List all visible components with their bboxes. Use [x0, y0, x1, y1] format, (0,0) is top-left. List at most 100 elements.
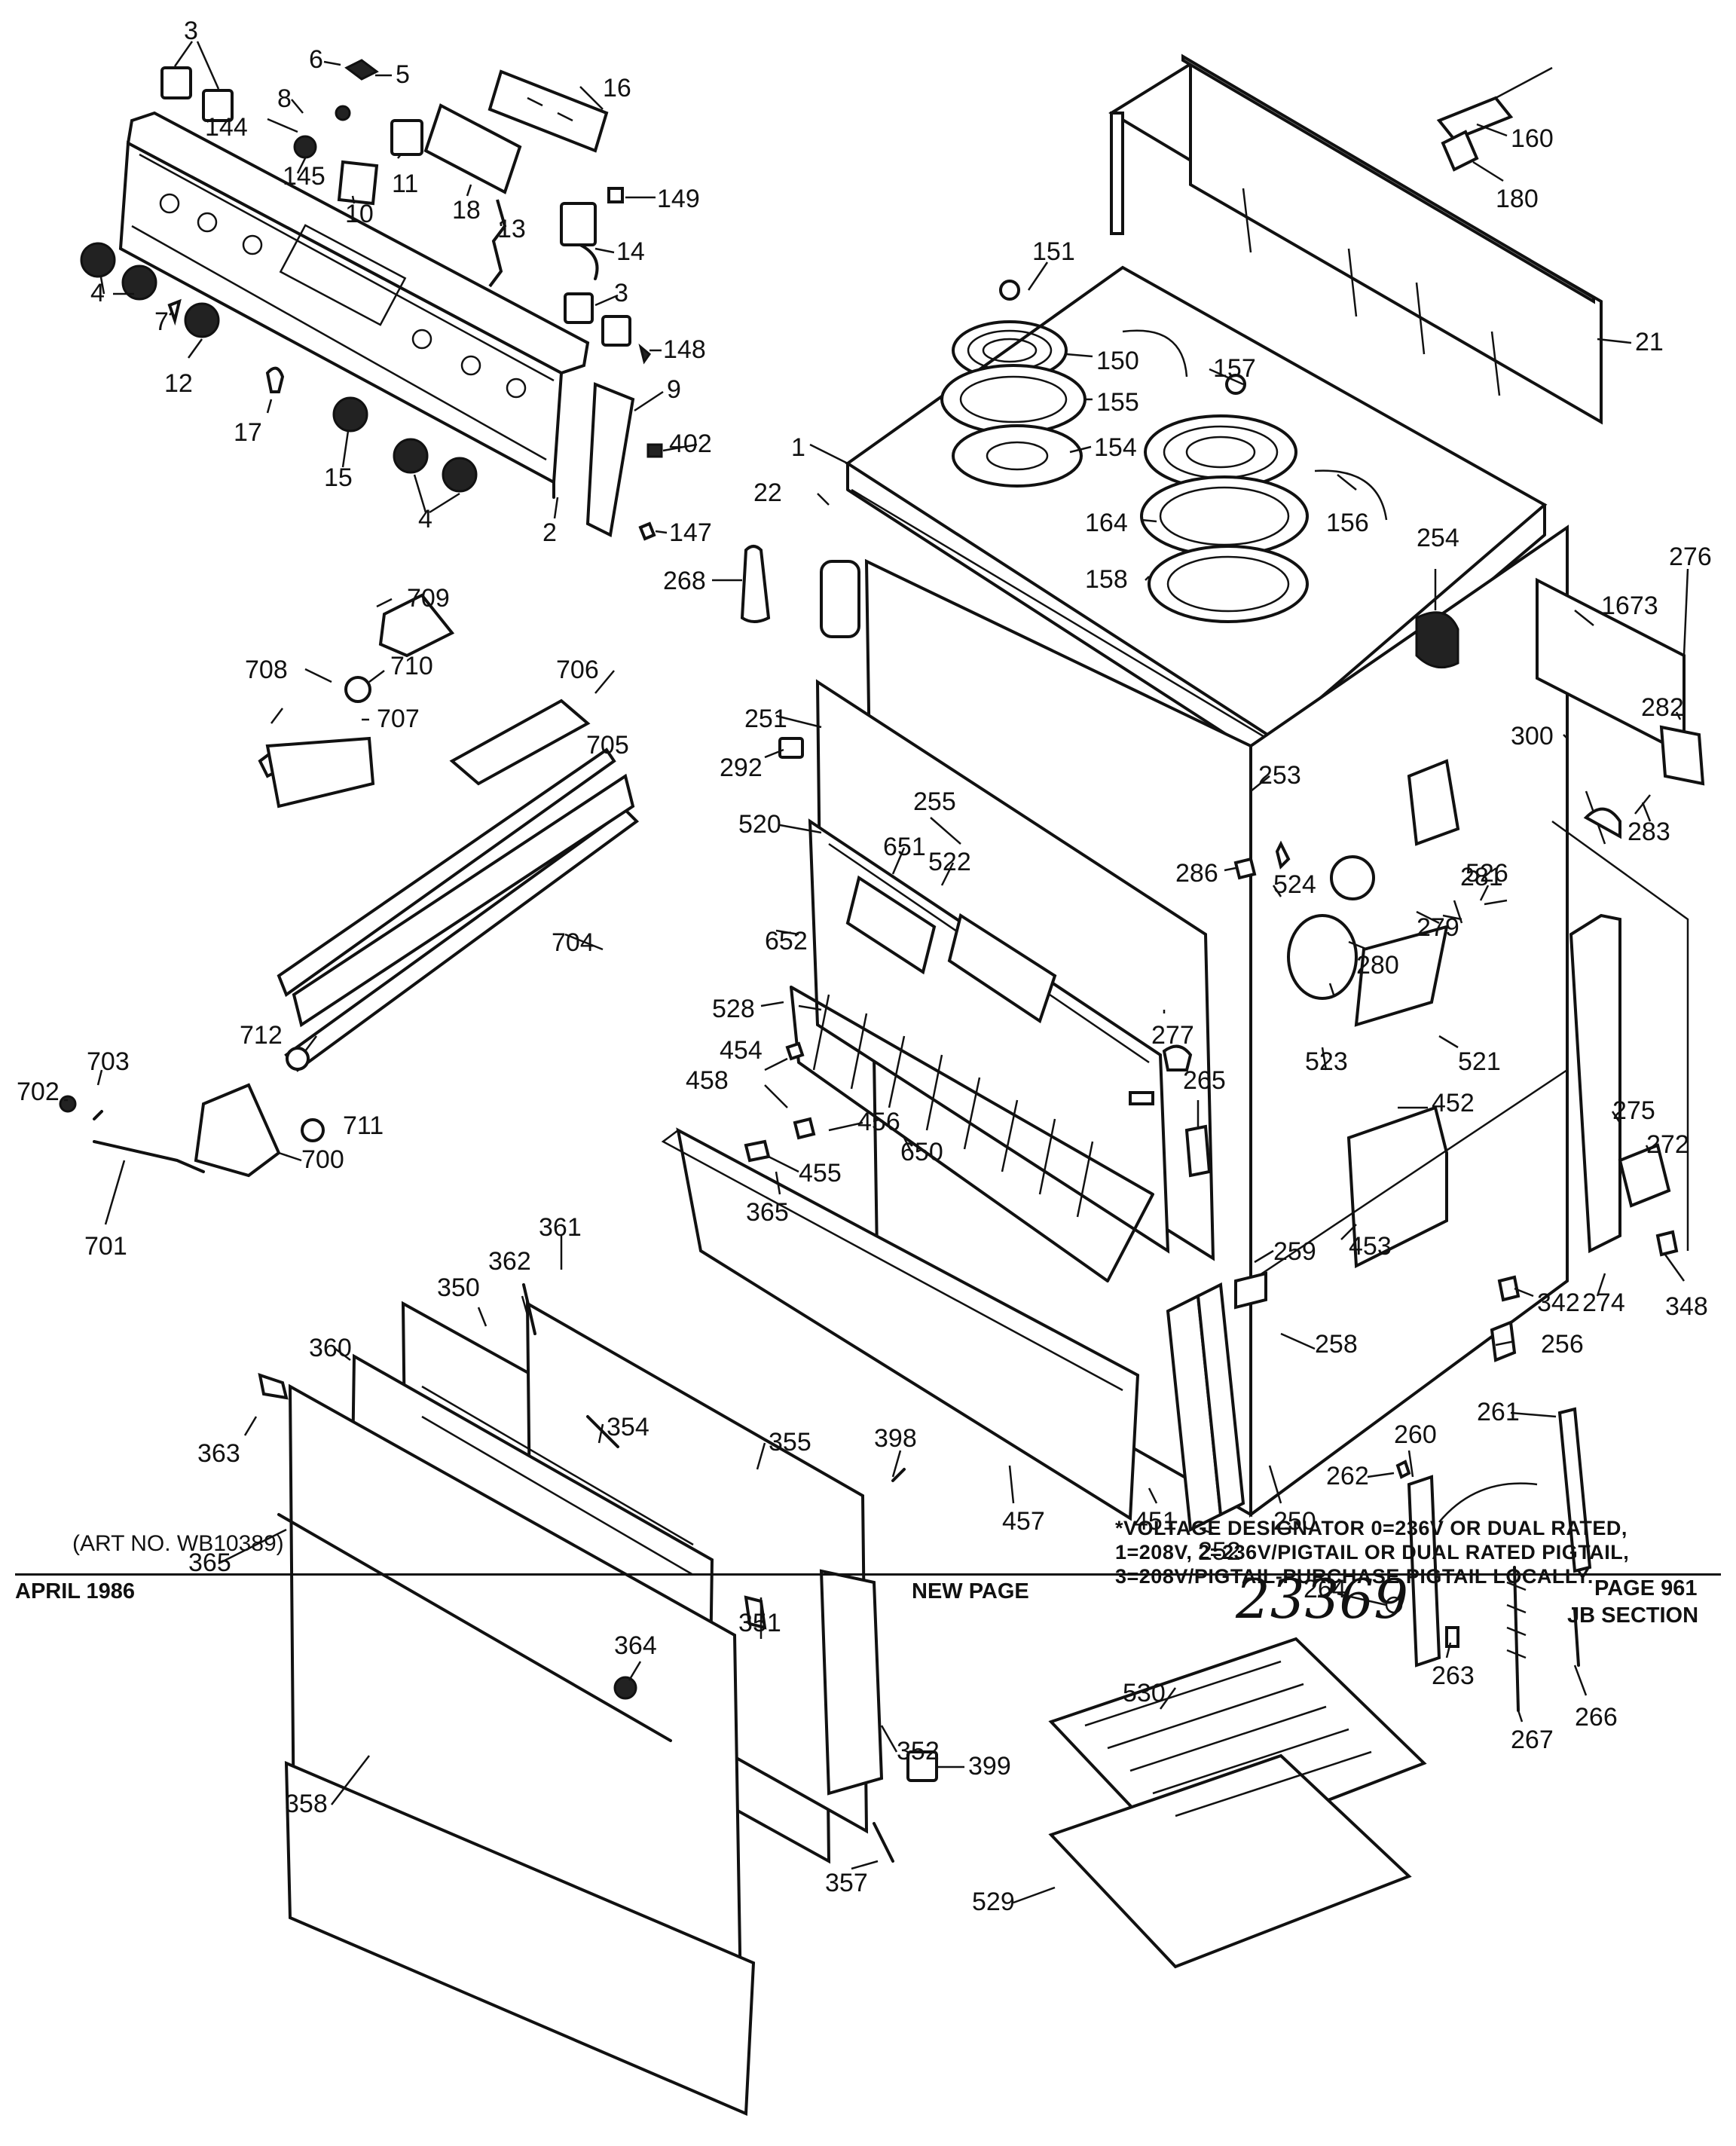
callout-712: 712: [240, 1021, 283, 1050]
callout-150: 150: [1096, 347, 1139, 375]
callout-707: 707: [377, 705, 420, 733]
callout-522: 522: [928, 848, 971, 876]
callout-360: 360: [309, 1334, 352, 1362]
callout-458: 458: [686, 1066, 729, 1095]
callout-454: 454: [720, 1036, 763, 1065]
callout-286: 286: [1175, 859, 1218, 888]
callout-362: 362: [488, 1247, 531, 1276]
callout-300: 300: [1511, 722, 1554, 750]
callout-145: 145: [283, 162, 326, 191]
callout-452: 452: [1432, 1089, 1475, 1117]
callout-3b: 3: [614, 279, 628, 307]
callout-711: 711: [343, 1111, 384, 1140]
callout-250: 250: [1273, 1507, 1316, 1536]
callout-252: 252: [1198, 1537, 1241, 1566]
callout-456: 456: [857, 1108, 900, 1136]
callout-279: 279: [1417, 913, 1459, 942]
callout-2: 2: [542, 518, 557, 547]
callout-22: 22: [753, 478, 782, 507]
callout-342: 342: [1537, 1289, 1580, 1317]
callout-280: 280: [1356, 951, 1399, 980]
callout-156: 156: [1326, 509, 1369, 537]
footer-section: JB SECTION: [1567, 1603, 1699, 1628]
callout-8: 8: [277, 84, 292, 113]
callout-361: 361: [539, 1213, 582, 1242]
callout-521: 521: [1458, 1047, 1501, 1076]
callout-268: 268: [663, 567, 706, 595]
callout-1: 1: [791, 433, 805, 462]
callout-261: 261: [1477, 1398, 1520, 1426]
callout-650: 650: [900, 1138, 943, 1166]
callout-266: 266: [1575, 1703, 1618, 1732]
callout-710: 710: [390, 652, 433, 680]
callout-354: 354: [607, 1413, 649, 1441]
callout-701: 701: [84, 1232, 127, 1261]
art-number: (ART NO. WB10389): [72, 1531, 284, 1556]
callout-704: 704: [552, 928, 594, 957]
voltage-note-line-2: 1=208V, 2=236V/PIGTAIL OR DUAL RATED PIG…: [1115, 1541, 1630, 1564]
callout-706: 706: [556, 656, 599, 684]
callout-21: 21: [1635, 328, 1664, 356]
callout-265: 265: [1183, 1066, 1226, 1095]
callout-157: 157: [1213, 354, 1256, 383]
callout-358: 358: [285, 1790, 328, 1818]
callout-260: 260: [1394, 1420, 1437, 1449]
callout-700: 700: [301, 1145, 344, 1174]
callout-708: 708: [245, 656, 288, 684]
callout-399: 399: [968, 1752, 1011, 1781]
surface-units: [940, 280, 1459, 669]
callout-3a: 3: [184, 17, 198, 45]
callout-251: 251: [744, 705, 787, 733]
callout-453: 453: [1349, 1232, 1392, 1261]
voltage-designator-note: *VOLTAGE DESIGNATOR 0=236V OR DUAL RATED…: [1115, 1516, 1629, 1588]
callout-160: 160: [1511, 124, 1554, 153]
callout-523: 523: [1305, 1047, 1348, 1076]
leader-lines: [64, 41, 1689, 1904]
callout-363: 363: [197, 1439, 240, 1468]
callout-364: 364: [614, 1631, 657, 1660]
callout-1673: 1673: [1601, 592, 1658, 620]
callout-254: 254: [1417, 524, 1459, 552]
callout-13: 13: [497, 215, 526, 243]
callout-6: 6: [309, 45, 323, 74]
callout-652: 652: [765, 927, 808, 955]
callout-398: 398: [874, 1424, 917, 1453]
callout-12: 12: [164, 369, 193, 398]
callout-350: 350: [437, 1273, 480, 1302]
callout-455: 455: [799, 1159, 842, 1188]
callout-16: 16: [603, 74, 631, 102]
callout-256: 256: [1541, 1330, 1584, 1359]
control-panel: [118, 111, 590, 499]
callout-348: 348: [1665, 1292, 1708, 1321]
callout-267: 267: [1511, 1726, 1554, 1754]
callout-144: 144: [205, 113, 248, 142]
callout-263: 263: [1432, 1661, 1475, 1690]
callout-705: 705: [586, 731, 629, 760]
callout-11: 11: [392, 170, 418, 198]
callout-351: 351: [738, 1609, 781, 1637]
callout-253: 253: [1258, 761, 1301, 790]
callout-147: 147: [669, 518, 712, 547]
callout-520: 520: [738, 810, 781, 839]
callout-10: 10: [345, 200, 374, 228]
callout-651: 651: [883, 833, 926, 861]
callout-labels: 3 6 5 16 8 144 145 10 11 18 13 149 14 4 …: [17, 17, 1712, 1916]
callout-530: 530: [1123, 1679, 1166, 1707]
callout-258: 258: [1315, 1330, 1358, 1359]
callout-17: 17: [234, 418, 262, 447]
callout-526: 526: [1466, 859, 1508, 888]
misc-parts: [740, 545, 1212, 1178]
handwritten-number: 23369: [1236, 1567, 1409, 1631]
rear-components: [820, 66, 1705, 1362]
hinges: [1385, 1407, 1592, 1712]
callout-524: 524: [1273, 870, 1316, 899]
callout-281: 281: [1460, 863, 1503, 891]
callout-357: 357: [825, 1869, 868, 1897]
callout-275: 275: [1612, 1096, 1655, 1125]
callout-292: 292: [720, 754, 763, 782]
broiler-pan: [1048, 1637, 1427, 1969]
footer-page-number: PAGE 961: [1594, 1576, 1698, 1600]
callout-5: 5: [396, 60, 410, 89]
range-body: [661, 53, 1689, 1533]
callout-529: 529: [972, 1888, 1015, 1916]
